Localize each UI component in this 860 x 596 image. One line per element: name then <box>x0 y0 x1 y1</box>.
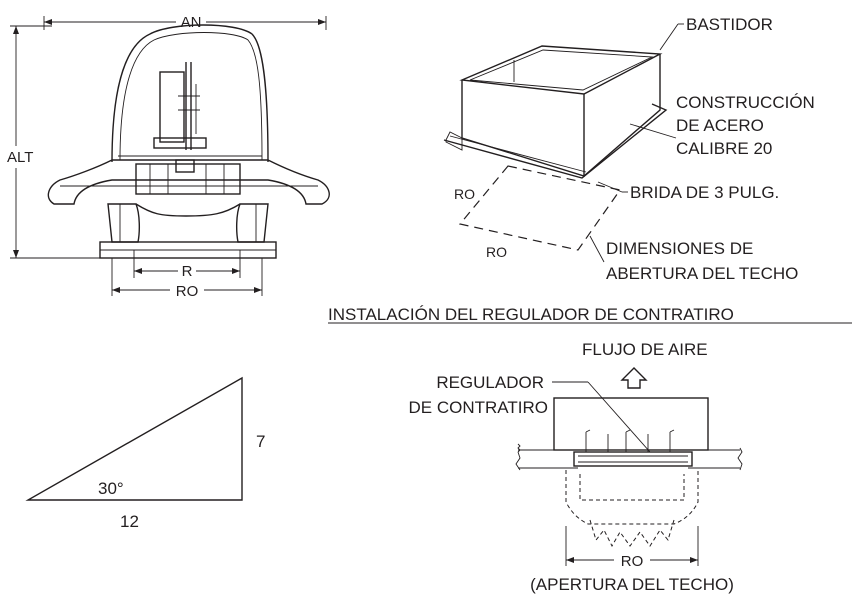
pitch-run-label: 12 <box>120 512 139 531</box>
curb-ro-label-a: RO <box>454 186 475 202</box>
roof-opening-label: (APERTURA DEL TECHO) <box>530 575 734 594</box>
pitch-angle-label: 30° <box>98 479 124 498</box>
fan-width-label: AN <box>181 14 202 31</box>
opening-label-2: ABERTURA DEL TECHO <box>606 264 798 283</box>
fan-ro-label: RO <box>176 283 199 300</box>
damper-ro-label: RO <box>621 553 644 570</box>
damper-heading: INSTALACIÓN DEL REGULADOR DE CONTRATIRO <box>328 305 734 324</box>
curb-ro-label-b: RO <box>486 244 507 260</box>
flange-label: BRIDA DE 3 PULG. <box>630 183 779 202</box>
fan-height-label: ALT <box>7 149 33 166</box>
damper-label-2: DE CONTRATIRO <box>409 398 548 417</box>
construction-label-3: CALIBRE 20 <box>676 139 772 158</box>
pitch-rise-label: 7 <box>256 432 265 451</box>
construction-label-1: CONSTRUCCIÓN <box>676 93 815 112</box>
damper-installation: INSTALACIÓN DEL REGULADOR DE CONTRATIRO … <box>328 305 852 594</box>
damper-label-1: REGULADOR <box>436 373 544 392</box>
airflow-label: FLUJO DE AIRE <box>582 340 708 359</box>
roof-curb-isometric: BASTIDOR CONSTRUCCIÓN DE ACERO CALIBRE 2… <box>443 15 815 283</box>
roof-pitch-triangle: 30° 7 12 <box>25 376 265 531</box>
bastidor-label: BASTIDOR <box>686 15 773 34</box>
fan-elevation: AN ALT R RO <box>7 14 330 300</box>
opening-label-1: DIMENSIONES DE <box>606 239 753 258</box>
fan-r-label: R <box>182 263 193 280</box>
construction-label-2: DE ACERO <box>676 116 764 135</box>
